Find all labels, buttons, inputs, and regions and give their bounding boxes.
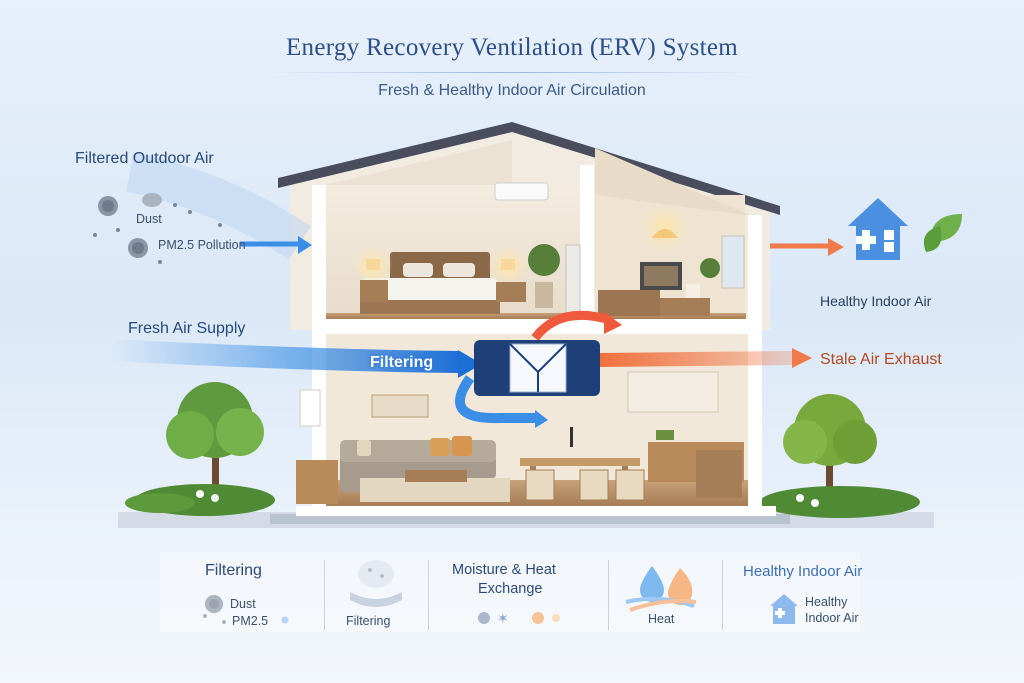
panel-divider [428, 560, 429, 630]
left-trees [125, 382, 275, 516]
panel-divider [608, 560, 609, 630]
bottom-icons: ✶ [203, 560, 798, 627]
healthy-panel-line1: Healthy [805, 595, 848, 609]
filtering-panel-dust: Dust [230, 597, 256, 611]
water-drop-icon [640, 566, 664, 602]
fresh-air-stream [109, 152, 548, 428]
erv-unit [474, 340, 600, 396]
filtering-panel-title: Filtering [205, 562, 262, 579]
stale-air-exhaust-label: Stale Air Exhaust [820, 351, 942, 368]
house [278, 122, 780, 516]
right-trees [760, 394, 920, 518]
house-plus-icon [848, 198, 908, 260]
filtering-flow-label: Filtering [370, 354, 434, 371]
flame-icon [667, 568, 693, 606]
leaf-icon [923, 214, 962, 252]
title-divider [262, 72, 762, 73]
fresh-air-supply-label: Fresh Air Supply [128, 320, 246, 337]
exchange-title-line2: Exchange [478, 581, 543, 597]
page-subtitle: Fresh & Healthy Indoor Air Circulation [378, 82, 646, 99]
dust-label: Dust [136, 212, 162, 226]
svg-text:✶: ✶ [497, 611, 509, 627]
panel-divider [722, 560, 723, 630]
heat-caption: Heat [648, 612, 675, 626]
snowflake-icon: ✶ [497, 611, 509, 627]
small-house-plus-icon [770, 594, 798, 624]
page-title: Energy Recovery Ventilation (ERV) System [285, 34, 739, 61]
bottom-panel [160, 552, 860, 632]
filter-icon-caption: Filtering [346, 614, 391, 628]
panel-divider [324, 560, 325, 630]
filtering-panel-pm25: PM2.5 [232, 614, 269, 628]
healthy-panel-line2: Indoor Air [805, 611, 859, 625]
filtered-outdoor-air-label: Filtered Outdoor Air [75, 150, 214, 167]
healthy-indoor-air-label: Healthy Indoor Air [820, 293, 932, 309]
exchange-title-line1: Moisture & Heat [452, 562, 556, 578]
pm25-pollution-label: PM2.5 Pollution [158, 238, 246, 252]
dust-particle-icon [93, 193, 222, 264]
filter-icon [350, 560, 402, 607]
healthy-panel-title: Healthy Indoor Air [743, 563, 863, 580]
